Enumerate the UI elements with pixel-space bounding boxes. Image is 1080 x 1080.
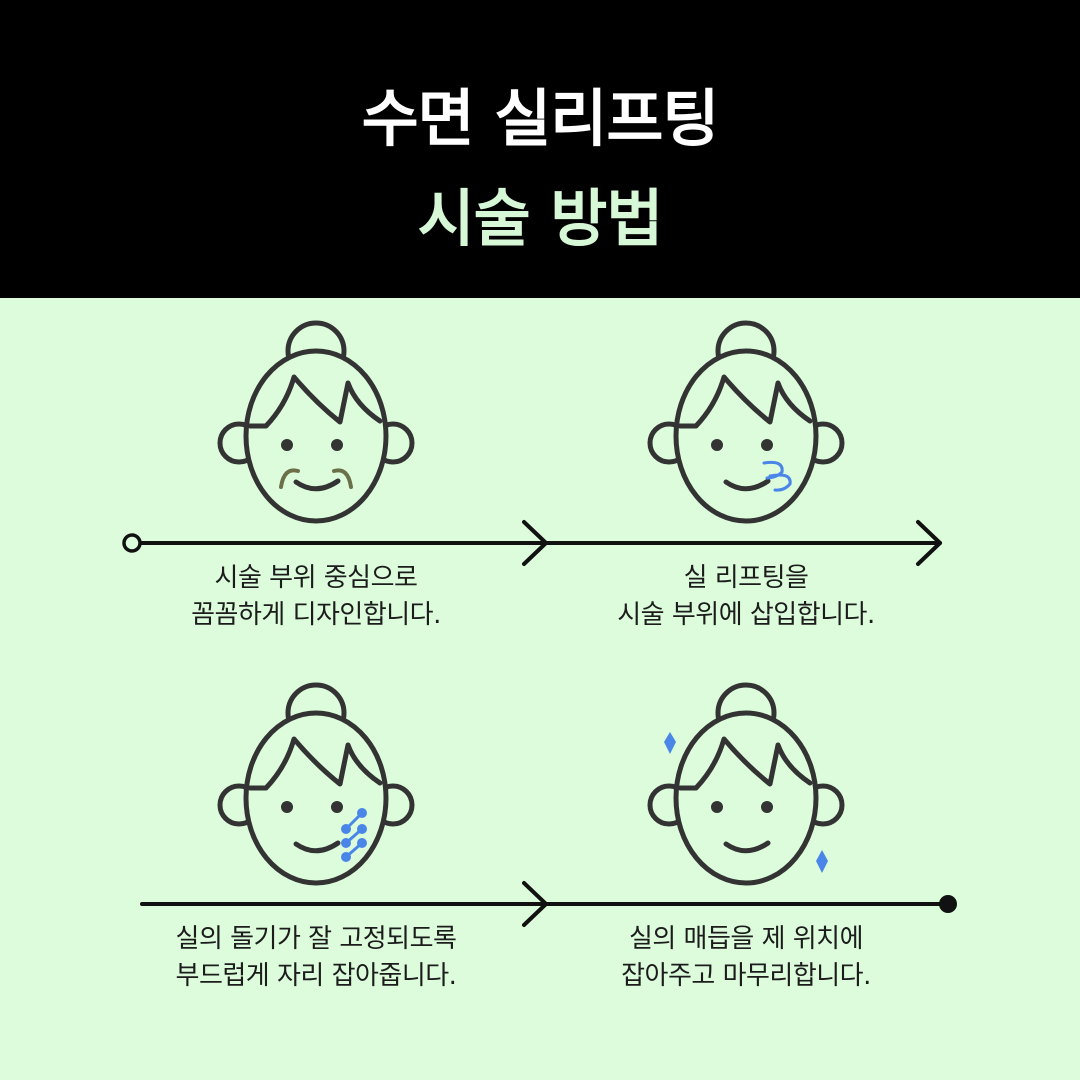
caption-line: 잡아주고 마무리합니다. bbox=[621, 961, 871, 991]
page-subtitle: 시술 방법 bbox=[417, 182, 664, 255]
sparkle-icon bbox=[664, 732, 676, 754]
caption-line: 실의 돌기가 잘 고정되도록 bbox=[175, 924, 457, 954]
face-step3-icon bbox=[220, 685, 412, 883]
caption-line: 실의 매듭을 제 위치에 bbox=[628, 924, 864, 954]
timeline-row2 bbox=[140, 881, 957, 927]
step3-caption: 실의 돌기가 잘 고정되도록 부드럽게 자리 잡아줍니다. bbox=[86, 921, 546, 995]
step4-caption: 실의 매듭을 제 위치에 잡아주고 마무리합니다. bbox=[516, 921, 976, 995]
face-step4-icon bbox=[650, 685, 842, 883]
step2-caption: 실 리프팅을 시술 부위에 삽입합니다. bbox=[516, 560, 976, 634]
face-step2-icon bbox=[650, 323, 842, 521]
face-step1-icon bbox=[220, 323, 412, 521]
timeline-row1 bbox=[122, 520, 942, 566]
caption-line: 시술 부위 중심으로 bbox=[214, 563, 418, 593]
header-banner: 수면 실리프팅 시술 방법 bbox=[0, 0, 1080, 298]
page-title: 수면 실리프팅 bbox=[361, 82, 720, 155]
step1-caption: 시술 부위 중심으로 꼼꼼하게 디자인합니다. bbox=[86, 560, 546, 634]
caption-line: 부드럽게 자리 잡아줍니다. bbox=[175, 961, 457, 991]
caption-line: 꼼꼼하게 디자인합니다. bbox=[191, 600, 441, 630]
caption-line: 실 리프팅을 bbox=[683, 563, 809, 593]
caption-line: 시술 부위에 삽입합니다. bbox=[617, 600, 875, 630]
sparkle-icon bbox=[816, 850, 828, 873]
